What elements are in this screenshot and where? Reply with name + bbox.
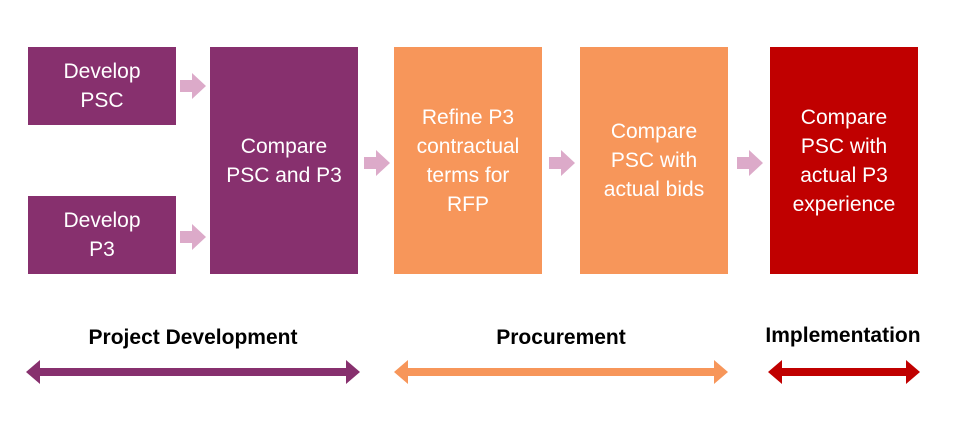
phase-label-project-development: Project Development xyxy=(88,326,298,349)
compare-experience-box: Compare PSC with actual P3 experience xyxy=(770,47,918,274)
develop-psc-box: Develop PSC xyxy=(28,47,176,125)
develop-p3-label: Develop P3 xyxy=(63,209,141,261)
refine-p3-label: Refine P3 contractual terms for RFP xyxy=(416,105,520,216)
phase-label-implementation: Implementation xyxy=(765,324,921,347)
connector-arrow-bids xyxy=(737,150,763,176)
compare-bids-label: Compare PSC with actual bids xyxy=(603,120,705,201)
compare-psc-p3-box: Compare PSC and P3 xyxy=(210,47,358,274)
refine-p3-box: Refine P3 contractual terms for RFP xyxy=(394,47,542,274)
phase-label-procurement: Procurement xyxy=(496,326,626,349)
phase-arrow-procurement xyxy=(394,360,728,384)
develop-psc-label: Develop PSC xyxy=(63,60,141,112)
develop-p3-box: Develop P3 xyxy=(28,196,176,274)
compare-bids-box: Compare PSC with actual bids xyxy=(580,47,728,274)
connector-arrow-refine xyxy=(549,150,575,176)
phase-arrow-project-development xyxy=(26,360,360,384)
connector-arrow-p3 xyxy=(180,224,206,250)
connector-arrow-psc xyxy=(180,73,206,99)
compare-psc-p3-label: Compare PSC and P3 xyxy=(226,134,342,187)
compare-experience-label: Compare PSC with actual P3 experience xyxy=(792,105,896,216)
connector-arrow-compare xyxy=(364,150,390,176)
phase-arrow-implementation xyxy=(768,360,920,384)
